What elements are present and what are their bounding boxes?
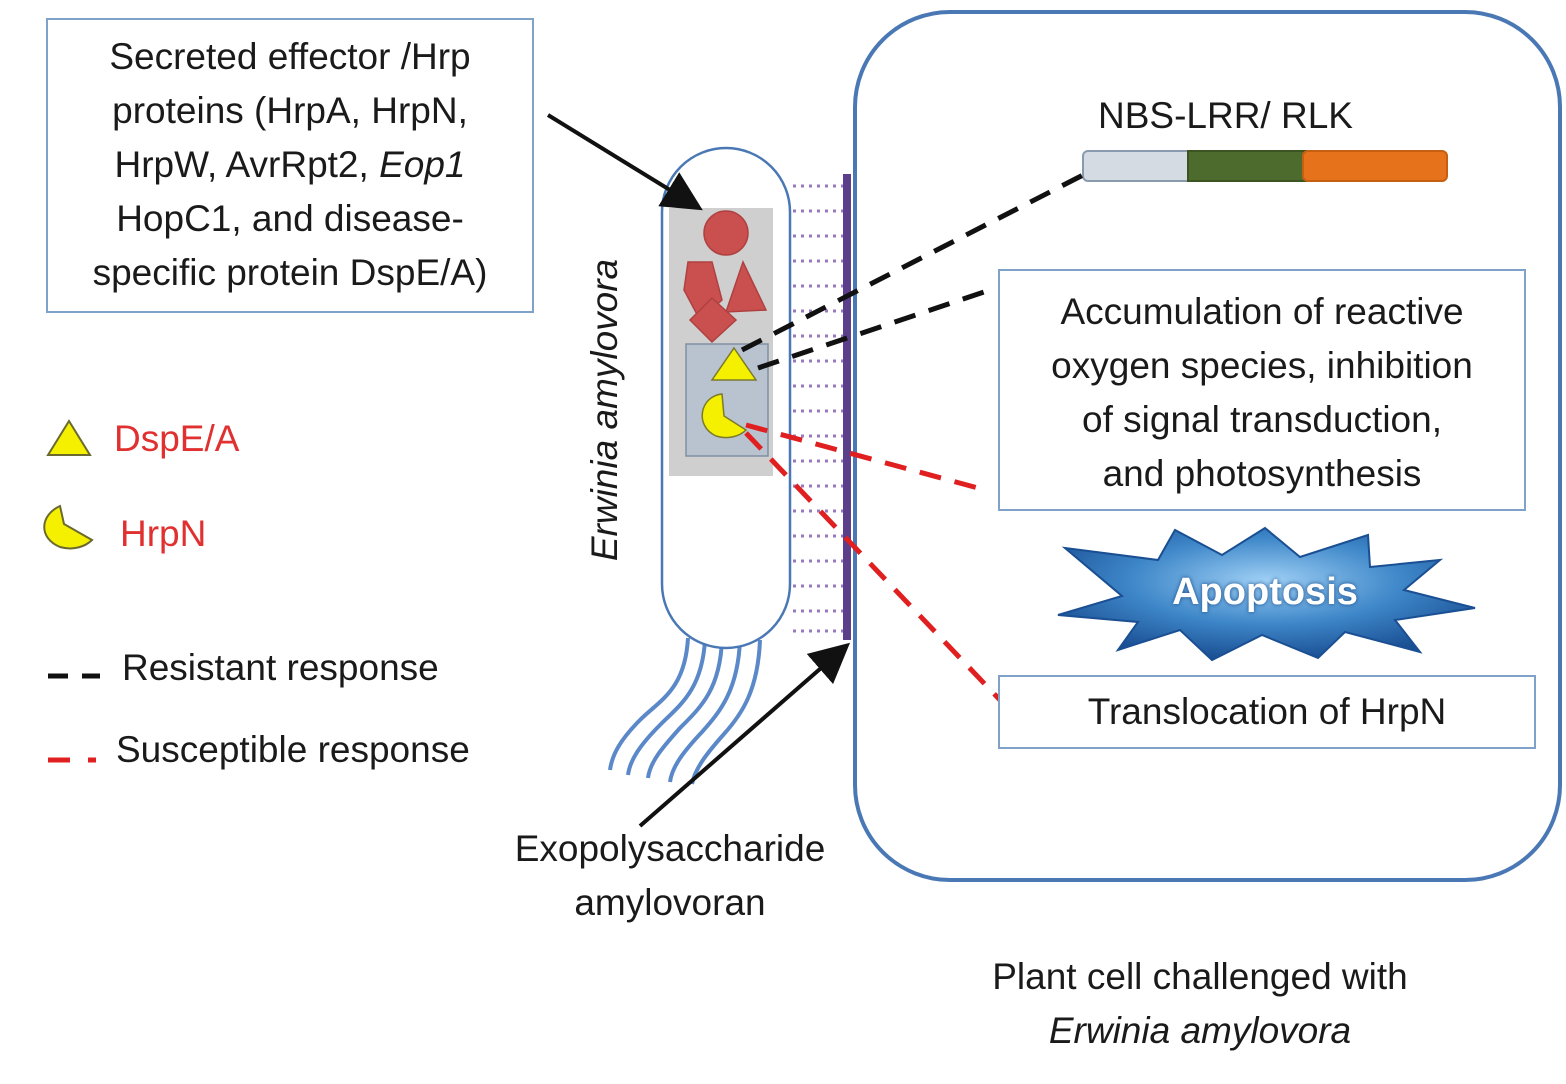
legend-hrpn-label: HrpN [120, 513, 207, 554]
effector-arrow [546, 113, 703, 211]
hrpn-shape [701, 393, 748, 439]
eps-label: Exopolysaccharide amylovoran [470, 822, 870, 930]
eps-line-2: amylovoran [574, 882, 766, 923]
apoptosis-label: Apoptosis [1172, 571, 1358, 613]
receptor-label: NBS-LRR/ RLK [1098, 95, 1353, 136]
legend-dspe-triangle-icon [46, 419, 92, 456]
effector-line-3-text: HrpW, AvrRpt2, [114, 144, 380, 185]
legend-hrpn-icon [43, 504, 94, 550]
dspe-triangle-shape [710, 346, 758, 381]
ros-line-4: and photosynthesis [1102, 453, 1422, 494]
flagella [608, 637, 762, 785]
effector-diamond-shape [688, 296, 738, 344]
effector-line-2: proteins (HrpA, HrpN, [112, 90, 468, 131]
legend-dspe-label: DspE/A [114, 418, 240, 459]
eps-arrow [638, 642, 851, 828]
legend-susceptible-label: Susceptible response [116, 729, 470, 770]
effector-circle-shape [703, 210, 749, 256]
cell-membrane-bar [843, 174, 851, 640]
ros-line-1: Accumulation of reactive [1060, 291, 1464, 332]
effector-line-4: HopC1, and disease- [116, 198, 464, 239]
apoptosis-burst [1057, 526, 1476, 662]
susceptible-lines [744, 422, 1002, 702]
translocation-label: Translocation of HrpN [1087, 691, 1447, 732]
eps-line-1: Exopolysaccharide [514, 828, 826, 869]
resistant-lines [740, 171, 1087, 371]
translocation-text-box: Translocation of HrpN [998, 675, 1536, 749]
legend-resistant-label: Resistant response [122, 647, 439, 688]
caption-line-1: Plant cell challenged with [992, 956, 1408, 997]
secretion-dots [793, 184, 846, 633]
effector-text-box: Secreted effector /Hrp proteins (HrpA, H… [46, 18, 534, 313]
effector-triangle-shape [724, 260, 768, 313]
effector-line-3-italic: Eop1 [379, 144, 466, 185]
effector-line-3: HrpW, AvrRpt2, Eop1 [48, 138, 532, 192]
ros-line-2: oxygen species, inhibition [1051, 345, 1473, 386]
effector-line-5: specific protein DspE/A) [92, 252, 488, 293]
ros-text-box: Accumulation of reactive oxygen species,… [998, 269, 1526, 511]
effector-line-1: Secreted effector /Hrp [109, 36, 471, 77]
bacterium-label: Erwinia amylovora [584, 258, 625, 562]
receptor-bar [1082, 150, 1448, 182]
ros-line-3: of signal transduction, [1082, 399, 1442, 440]
caption-line-2: Erwinia amylovora [1048, 1010, 1352, 1051]
figure-caption: Plant cell challenged with Erwinia amylo… [940, 950, 1460, 1058]
